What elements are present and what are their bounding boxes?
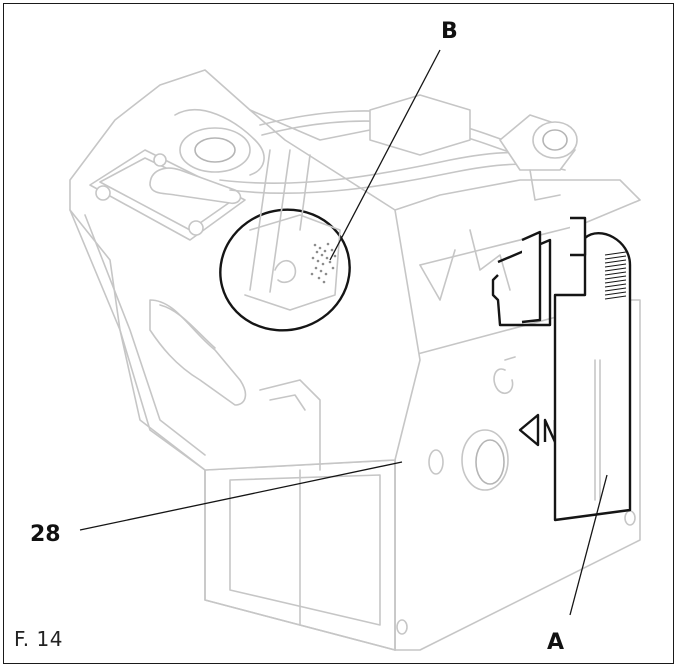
filter-mesh-holes: [310, 242, 337, 284]
lever-part-a: [491, 216, 632, 522]
callout-28: 28: [30, 522, 61, 547]
callout-a: A: [547, 630, 565, 655]
top-right-connector: [499, 114, 578, 201]
front-face-details: [428, 356, 516, 491]
callout-b: B: [441, 19, 458, 44]
top-assembly: [89, 94, 641, 301]
lever-grip-lines: [604, 251, 627, 300]
leader-line-a: [569, 474, 608, 616]
figure-frame: [3, 3, 674, 664]
leader-line-28: [79, 461, 403, 531]
figure-label: F. 14: [14, 627, 63, 651]
valve-detail: [219, 149, 351, 332]
leader-line-b: [329, 49, 441, 261]
